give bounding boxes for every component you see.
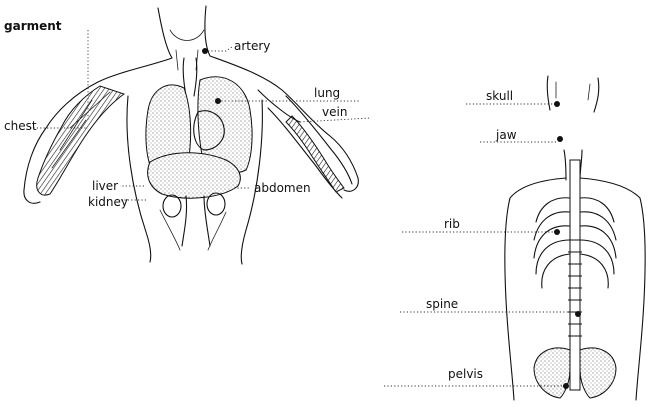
torso-organs-illustration (24, 6, 358, 264)
label-pelvis: pelvis (448, 367, 483, 381)
label-chest: chest (4, 119, 37, 133)
label-liver: liver (92, 179, 118, 193)
label-skull: skull (486, 89, 513, 103)
label-spine: spine (426, 297, 458, 311)
label-vein: vein (322, 105, 347, 119)
label-garment: garment (4, 19, 62, 33)
label-rib: rib (444, 217, 460, 231)
label-kidney: kidney (88, 195, 128, 209)
label-jaw: jaw (495, 128, 517, 142)
skeleton-illustration (505, 76, 645, 400)
label-abdomen: abdomen (254, 181, 311, 195)
right-labels: skull jaw rib spine pelvis (426, 89, 517, 381)
label-lung: lung (314, 86, 340, 100)
label-artery: artery (234, 39, 270, 53)
right-leader-lines (384, 104, 574, 386)
